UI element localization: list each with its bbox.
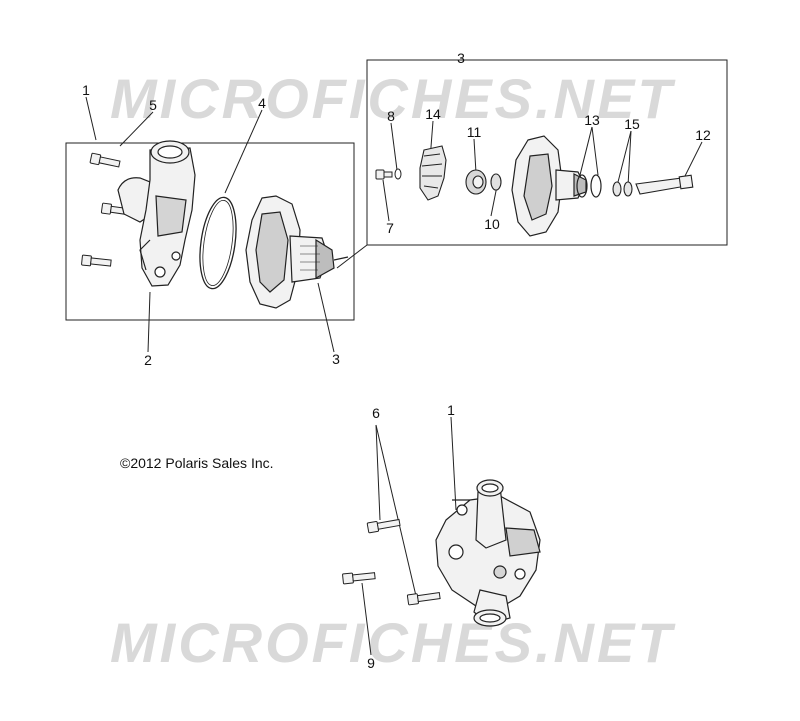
callout-2: 2 bbox=[144, 352, 152, 368]
o-ring-4 bbox=[199, 196, 237, 290]
callout-11: 11 bbox=[466, 124, 482, 140]
callout-13: 13 bbox=[584, 112, 600, 128]
water-pump-body-left bbox=[245, 195, 349, 309]
callout-7: 7 bbox=[386, 220, 394, 236]
washer-8 bbox=[394, 168, 402, 180]
o-rings-13 bbox=[576, 174, 602, 198]
seal-11 bbox=[465, 169, 487, 195]
leader-lines bbox=[85, 96, 703, 656]
watermark-top: MICROFICHES.NET bbox=[110, 67, 676, 130]
callout-6: 6 bbox=[372, 405, 380, 421]
water-pump-body-right bbox=[511, 135, 587, 237]
bolts-bottom bbox=[342, 518, 441, 606]
callout-12: 12 bbox=[695, 127, 711, 143]
callout-5: 5 bbox=[149, 97, 157, 113]
watermark-bottom: MICROFICHES.NET bbox=[110, 611, 676, 674]
callout-1-bottom: 1 bbox=[447, 402, 455, 418]
callout-9: 9 bbox=[367, 655, 375, 671]
callout-14: 14 bbox=[425, 106, 441, 122]
assembly-box-left bbox=[65, 142, 355, 321]
callout-4: 4 bbox=[258, 95, 266, 111]
callout-8: 8 bbox=[387, 108, 395, 124]
washers-15 bbox=[612, 181, 633, 197]
callout-3-box: 3 bbox=[457, 50, 465, 66]
copyright-text: ©2012 Polaris Sales Inc. bbox=[120, 455, 274, 471]
bolt-7 bbox=[375, 169, 393, 180]
callout-10: 10 bbox=[484, 216, 500, 232]
seal-10 bbox=[490, 173, 502, 191]
water-pump-cover bbox=[117, 140, 196, 287]
impeller-14 bbox=[419, 145, 447, 201]
water-pump-assembly bbox=[435, 479, 541, 627]
callout-1-top: 1 bbox=[82, 82, 90, 98]
callout-3-left: 3 bbox=[332, 351, 340, 367]
assembly-box-right bbox=[366, 59, 728, 246]
shaft-12 bbox=[635, 174, 694, 195]
callout-15: 15 bbox=[624, 116, 640, 132]
